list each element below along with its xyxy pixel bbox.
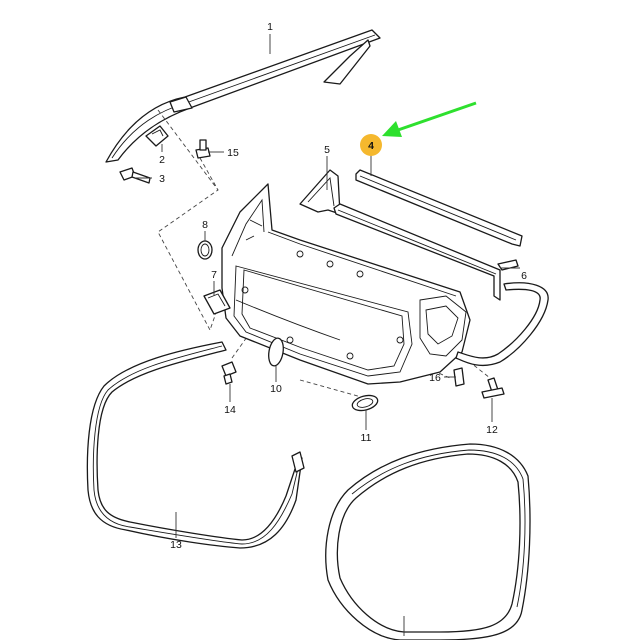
- callout-4: 4: [368, 140, 374, 152]
- highlight-arrow: [382, 101, 477, 137]
- callout-10: 10: [270, 383, 282, 395]
- door-inner-panel: [221, 183, 471, 385]
- part-6-window-shaft-seal: [333, 203, 519, 301]
- callout-1: 1: [267, 21, 273, 33]
- door-edge-seal: [455, 282, 549, 366]
- door-outer-seal: [325, 443, 531, 640]
- part-1-roof-seal: [105, 29, 381, 163]
- callout-8: 8: [202, 219, 208, 231]
- part-15-screw: [195, 139, 211, 159]
- part-12-fastener: [481, 377, 505, 399]
- part-3-bolt: [119, 167, 151, 184]
- part-16-clip: [453, 367, 465, 387]
- part-7-strip: [203, 289, 231, 315]
- part-14-screw: [221, 361, 237, 385]
- callout-11: 11: [361, 432, 372, 444]
- callout-12: 12: [486, 424, 498, 436]
- callout-15: 15: [227, 147, 239, 159]
- callout-14: 14: [224, 404, 236, 416]
- leader-lines: [135, 34, 520, 636]
- part-2-clip: [145, 125, 169, 147]
- callout-6: 6: [521, 270, 527, 282]
- callout-labels: 1 2 3 5 6 7 8 10 11 12 13 14 15 16: [159, 21, 527, 551]
- part-8-cap: [197, 240, 213, 260]
- part-13-body-seal: [86, 341, 305, 549]
- part-10-oval-cover: [268, 337, 284, 367]
- part-4-window-seal-strip: [355, 169, 523, 247]
- callout-2: 2: [159, 154, 165, 166]
- part-4-highlight-badge: 4: [360, 134, 382, 156]
- callout-3: 3: [159, 173, 165, 185]
- callout-16: 16: [429, 372, 441, 384]
- callout-7: 7: [211, 269, 217, 281]
- callout-13: 13: [170, 539, 182, 551]
- callout-5: 5: [324, 144, 330, 156]
- part-11-plug: [351, 394, 379, 412]
